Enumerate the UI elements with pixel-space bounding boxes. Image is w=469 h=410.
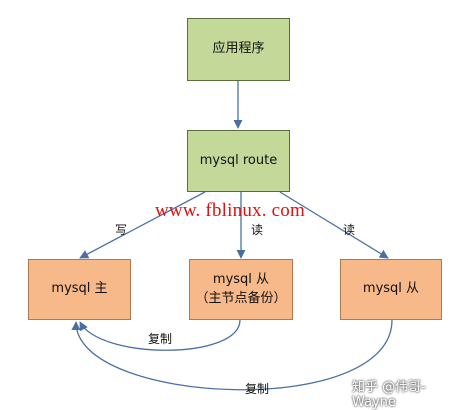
master-node-label: mysql 主 [51, 281, 108, 297]
router-to-slave-arrow [279, 191, 389, 259]
replicate-slave-curve [71, 319, 393, 391]
router-node: mysql route [187, 130, 290, 192]
app-node: 应用程序 [187, 18, 290, 81]
write-label: 写 [115, 223, 128, 237]
router-to-master-arrow [79, 191, 206, 259]
replicate-label-1: 复制 [148, 332, 173, 346]
slave-node: mysql 从 [340, 259, 442, 320]
read-right-label: 读 [343, 223, 356, 237]
backup-slave-node: mysql 从 （主节点备份） [189, 259, 293, 320]
slave-node-label: mysql 从 [362, 281, 420, 297]
backup-slave-sublabel: （主节点备份） [195, 290, 287, 306]
author-watermark: 知乎 @伟哥-Wayne [352, 380, 426, 410]
router-node-label: mysql route [199, 152, 278, 168]
site-watermark: www. fblinux. com [155, 200, 305, 221]
replicate-backup-curve [79, 319, 241, 351]
master-node: mysql 主 [28, 259, 131, 320]
read-middle-label: 读 [251, 223, 264, 237]
replicate-label-2: 复制 [245, 382, 270, 396]
app-node-label: 应用程序 [212, 41, 265, 57]
backup-slave-label: mysql 从 [212, 272, 270, 288]
